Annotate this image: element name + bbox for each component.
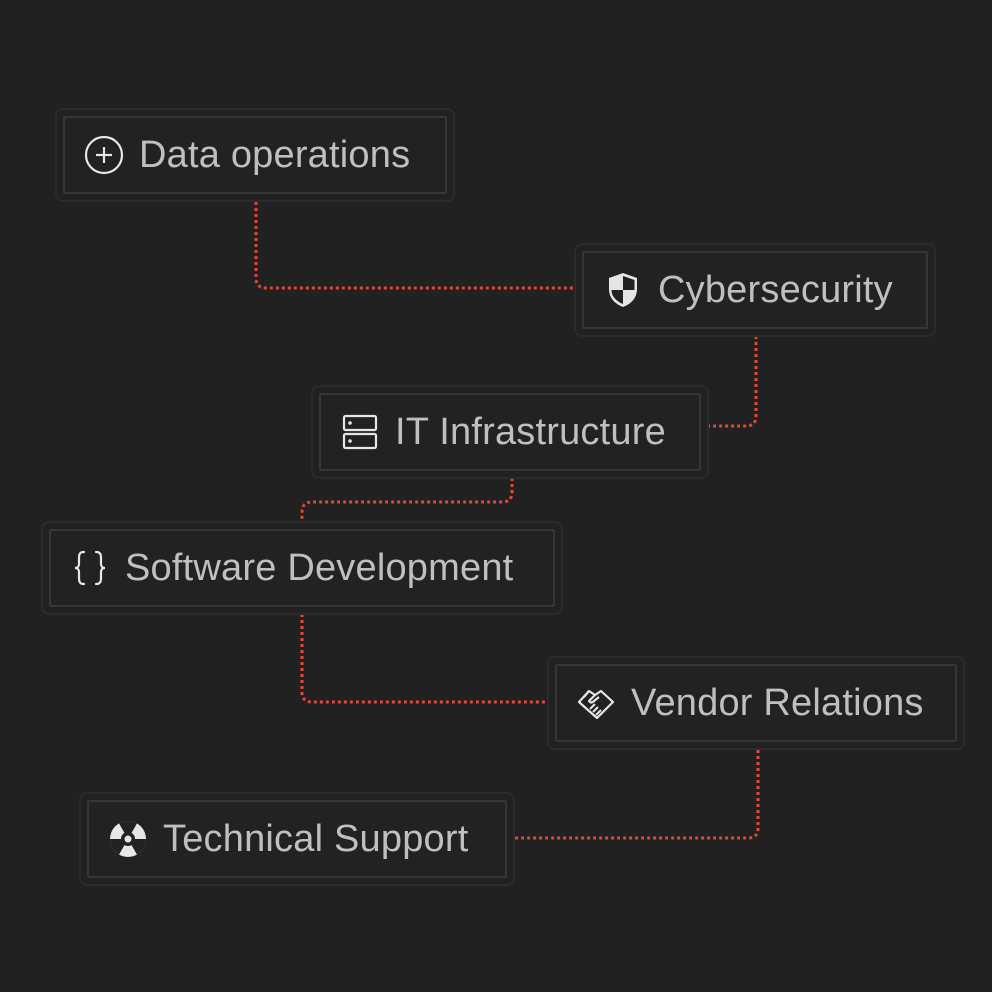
- node-label: Technical Support: [163, 817, 469, 860]
- handshake-icon: [575, 682, 617, 724]
- node-card: Software Development: [49, 529, 555, 607]
- node-card: Cybersecurity: [582, 251, 928, 329]
- server-icon: [339, 411, 381, 453]
- connector-data-ops-to-cybersecurity: [254, 202, 576, 290]
- node-card: IT Infrastructure: [319, 393, 701, 471]
- shield-icon: [602, 269, 644, 311]
- connector-vendor-relations-to-technical-support: [514, 750, 760, 840]
- connector-software-development-to-vendor-relations: [300, 614, 550, 704]
- node-label: Vendor Relations: [631, 681, 924, 724]
- node-label: Software Development: [125, 546, 514, 589]
- node-card: Data operations: [63, 116, 447, 194]
- node-card: Technical Support: [87, 800, 507, 878]
- connector-it-infrastructure-to-software-development: [300, 478, 514, 522]
- node-card: Vendor Relations: [555, 664, 957, 742]
- node-label: IT Infrastructure: [395, 410, 666, 453]
- node-label: Data operations: [139, 133, 411, 176]
- node-data-operations[interactable]: Data operations: [55, 108, 455, 202]
- node-cybersecurity[interactable]: Cybersecurity: [574, 243, 936, 337]
- node-vendor-relations[interactable]: Vendor Relations: [547, 656, 965, 750]
- code-braces-icon: [69, 547, 111, 589]
- node-technical-support[interactable]: Technical Support: [79, 792, 515, 886]
- lifebuoy-icon: [107, 818, 149, 860]
- circle-plus-icon: [83, 134, 125, 176]
- node-it-infrastructure[interactable]: IT Infrastructure: [311, 385, 709, 479]
- connector-cybersecurity-to-it-infrastructure: [708, 336, 758, 428]
- node-label: Cybersecurity: [658, 268, 893, 311]
- node-software-development[interactable]: Software Development: [41, 521, 563, 615]
